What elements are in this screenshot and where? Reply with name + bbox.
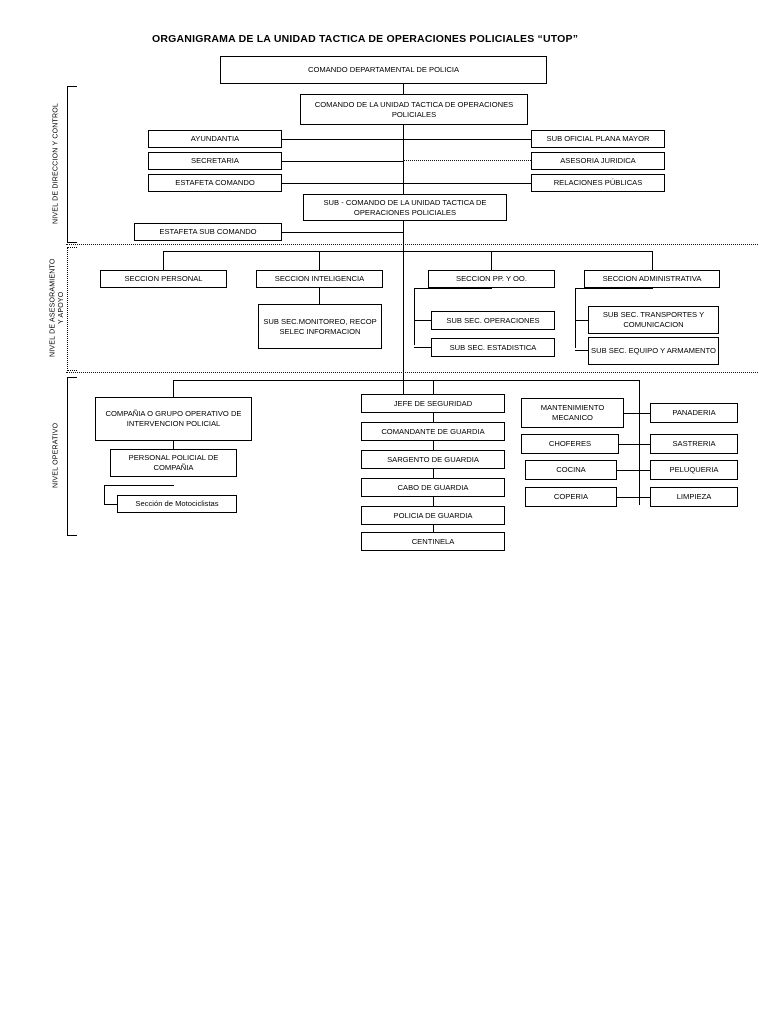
box-cabo-de-guardia[interactable]: CABO DE GUARDIA [361,478,505,497]
level-divider-1 [66,244,758,245]
connector-peluqueria [639,470,650,472]
level-label-direccion: NIVEL DE DIRECCION Y CONTROL [52,103,60,224]
drop-servicios [639,380,641,398]
connector-guardia-5 [433,525,435,532]
elbow-motociclistas-vertical [104,485,106,504]
elbow-ppoo-vertical [414,288,416,345]
level-divider-2 [66,372,758,373]
box-comandante-de-guardia[interactable]: COMANDANTE DE GUARDIA [361,422,505,441]
box-coperia[interactable]: COPERIA [525,487,617,507]
connector-guardia-1 [433,413,435,422]
connector-secretaria [282,161,403,163]
box-centinela[interactable]: CENTINELA [361,532,505,551]
box-ayundantia[interactable]: AYUNDANTIA [148,130,282,148]
box-seccion-ppoo[interactable]: SECCION PP. Y OO. [428,270,555,288]
box-asesoria-juridica[interactable]: ASESORIA JURIDICA [531,152,665,170]
elbow-admin-top [575,288,653,290]
connector-relaciones-publicas [403,183,531,185]
box-panaderia[interactable]: PANADERIA [650,403,738,423]
box-mantenimiento-mecanico[interactable]: MANTENIMIENTO MECANICO [521,398,624,428]
box-sub-sec-operaciones[interactable]: SUB SEC. OPERACIONES [431,311,555,330]
connector-sub-oficial [403,139,531,141]
box-seccion-personal[interactable]: SECCION PERSONAL [100,270,227,288]
drop-seccion-ppoo [491,251,493,271]
connector-coperia [617,497,639,499]
box-limpieza[interactable]: LIMPIEZA [650,487,738,507]
level-bracket-direccion [67,86,77,243]
operativo-distribution-bar [173,380,639,382]
connector-sub-estadistica [414,347,431,349]
drop-jefe-seguridad [433,380,435,394]
connector-sub-equipo [575,350,588,352]
drop-seccion-administrativa [652,251,654,271]
connector-guardia-3 [433,469,435,478]
asesoramiento-distribution-bar [163,251,652,253]
box-seccion-inteligencia[interactable]: SECCION INTELIGENCIA [256,270,383,288]
box-secretaria[interactable]: SECRETARIA [148,152,282,170]
connector-estafeta-comando [282,183,403,185]
box-comando-departamental[interactable]: COMANDO DEPARTAMENTAL DE POLICIA [220,56,547,84]
connector-ayundantia [269,139,403,141]
box-choferes[interactable]: CHOFERES [521,434,619,454]
connector-panaderia [639,413,650,415]
connector-sub-transportes [575,320,588,322]
elbow-motociclistas-top [104,485,174,487]
elbow-ppoo-top [414,288,492,290]
elbow-admin-vertical [575,288,577,348]
box-seccion-administrativa[interactable]: SECCION ADMINISTRATIVA [584,270,720,288]
box-estafeta-sub-comando[interactable]: ESTAFETA SUB COMANDO [134,223,282,241]
box-sub-sec-equipo[interactable]: SUB SEC. EQUIPO Y ARMAMENTO [588,337,719,365]
level-bracket-asesoramiento [67,247,77,371]
level-label-asesoramiento: NIVEL DE ASESORAMIENTO Y APOYO [49,258,65,358]
connector-sub-monitoreo [319,288,321,304]
box-personal-policial-compania[interactable]: PERSONAL POLICIAL DE COMPAÑIA [110,449,237,477]
servicios-spine [639,398,641,505]
box-compania-grupo-operativo[interactable]: COMPAÑIA O GRUPO OPERATIVO DE INTERVENCI… [95,397,252,441]
connector-limpieza [639,497,650,499]
box-relaciones-publicas[interactable]: RELACIONES PÚBLICAS [531,174,665,192]
box-comando-utop[interactable]: COMANDO DE LA UNIDAD TACTICA DE OPERACIO… [300,94,528,125]
box-jefe-de-seguridad[interactable]: JEFE DE SEGURIDAD [361,394,505,413]
drop-seccion-personal [163,251,165,271]
box-cocina[interactable]: COCINA [525,460,617,480]
connector-sub-operaciones [414,320,431,322]
connector-choferes [619,444,639,446]
drop-compania [173,380,175,397]
drop-seccion-inteligencia [319,251,321,271]
box-sub-sec-monitoreo[interactable]: SUB SEC.MONITOREO, RECOP SELEC INFORMACI… [258,304,382,349]
page-title: ORGANIGRAMA DE LA UNIDAD TACTICA DE OPER… [152,33,579,45]
box-sastreria[interactable]: SASTRERIA [650,434,738,454]
box-policia-de-guardia[interactable]: POLICIA DE GUARDIA [361,506,505,525]
trunk-line-3 [403,221,405,401]
connector-cocina [617,470,639,472]
box-sub-oficial-plana-mayor[interactable]: SUB OFICIAL PLANA MAYOR [531,130,665,148]
connector-asesoria-juridica [403,160,531,161]
box-sargento-de-guardia[interactable]: SARGENTO DE GUARDIA [361,450,505,469]
connector-motociclistas [104,504,117,506]
connector-personal-compania [173,441,175,449]
box-sub-comando-utop[interactable]: SUB - COMANDO DE LA UNIDAD TACTICA DE OP… [303,194,507,221]
box-peluqueria[interactable]: PELUQUERIA [650,460,738,480]
connector-sastreria [639,444,650,446]
level-bracket-operativo [67,377,77,536]
connector-estafeta-sub-comando [282,232,403,234]
box-seccion-motociclistas[interactable]: Sección de Motociclistas [117,495,237,513]
connector-guardia-4 [433,497,435,506]
level-label-operativo: NIVEL OPERATIVO [52,422,60,489]
connector-guardia-2 [433,441,435,450]
box-estafeta-comando[interactable]: ESTAFETA COMANDO [148,174,282,192]
connector-mantenimiento [624,413,639,415]
box-sub-sec-transportes[interactable]: SUB SEC. TRANSPORTES Y COMUNICACION [588,306,719,334]
box-sub-sec-estadistica[interactable]: SUB SEC. ESTADISTICA [431,338,555,357]
